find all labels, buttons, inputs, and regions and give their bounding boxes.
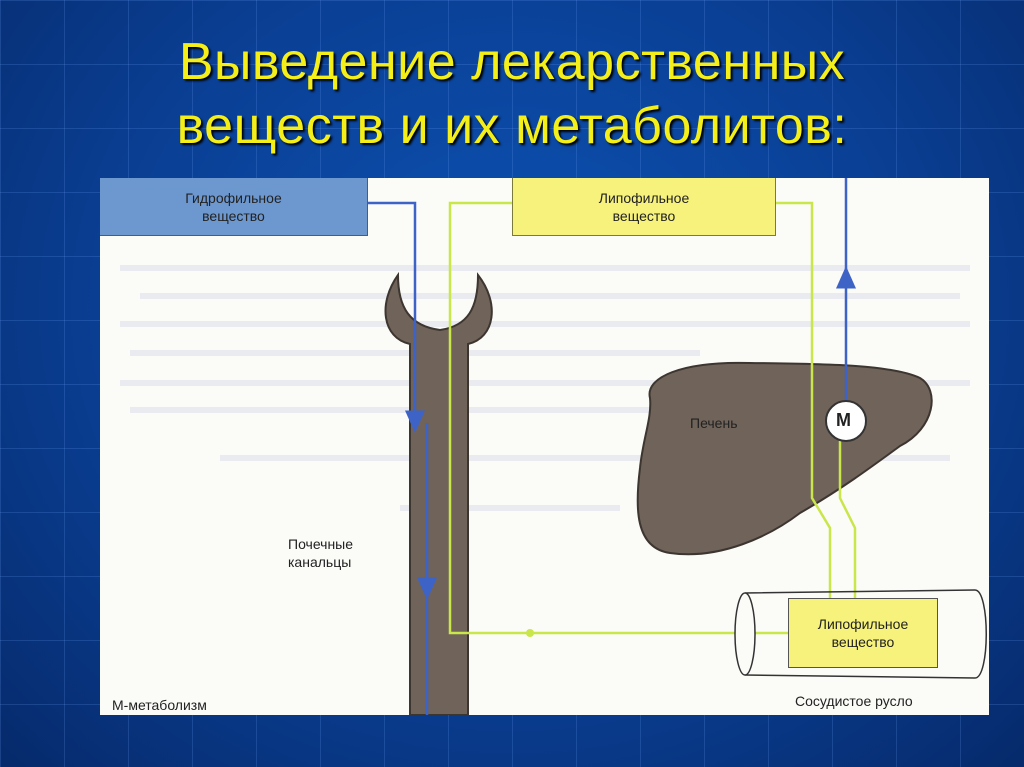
vessel-cylinder xyxy=(734,589,987,679)
yellow-flow-line-2 xyxy=(776,201,832,598)
kidney-tubules-label: Почечные канальцы xyxy=(288,536,354,570)
yellow-flow-line-1 xyxy=(448,201,788,635)
hydrophilic-substance-box: Гидрофильное вещество xyxy=(100,178,368,236)
diagram-panel: Гидрофильное вещество Липофильное вещест… xyxy=(100,178,989,715)
liver-label: Печень xyxy=(690,415,738,431)
vessel-label: Сосудистое русло xyxy=(795,693,913,709)
yellow-flow-dot xyxy=(526,629,534,637)
diagram-svg xyxy=(120,178,987,715)
yellow-flow-line-3 xyxy=(838,426,857,598)
lipophilic-substance-box-top: Липофильное вещество xyxy=(512,178,776,236)
metabolism-footnote: M-метаболизм xyxy=(112,697,207,713)
slide-title: Выведение лекарственных веществ и их мет… xyxy=(0,30,1024,158)
blue-flow-line-1 xyxy=(368,201,425,433)
kidney-tubule-shape xyxy=(384,271,493,715)
metabolism-circle-label: M xyxy=(836,410,851,430)
metabolism-circle-shape xyxy=(825,400,867,442)
title-line-2: веществ и их метаболитов: xyxy=(176,97,848,155)
title-line-1: Выведение лекарственных xyxy=(178,33,846,91)
lipophilic-substance-box-vessel: Липофильное вещество xyxy=(788,598,938,668)
